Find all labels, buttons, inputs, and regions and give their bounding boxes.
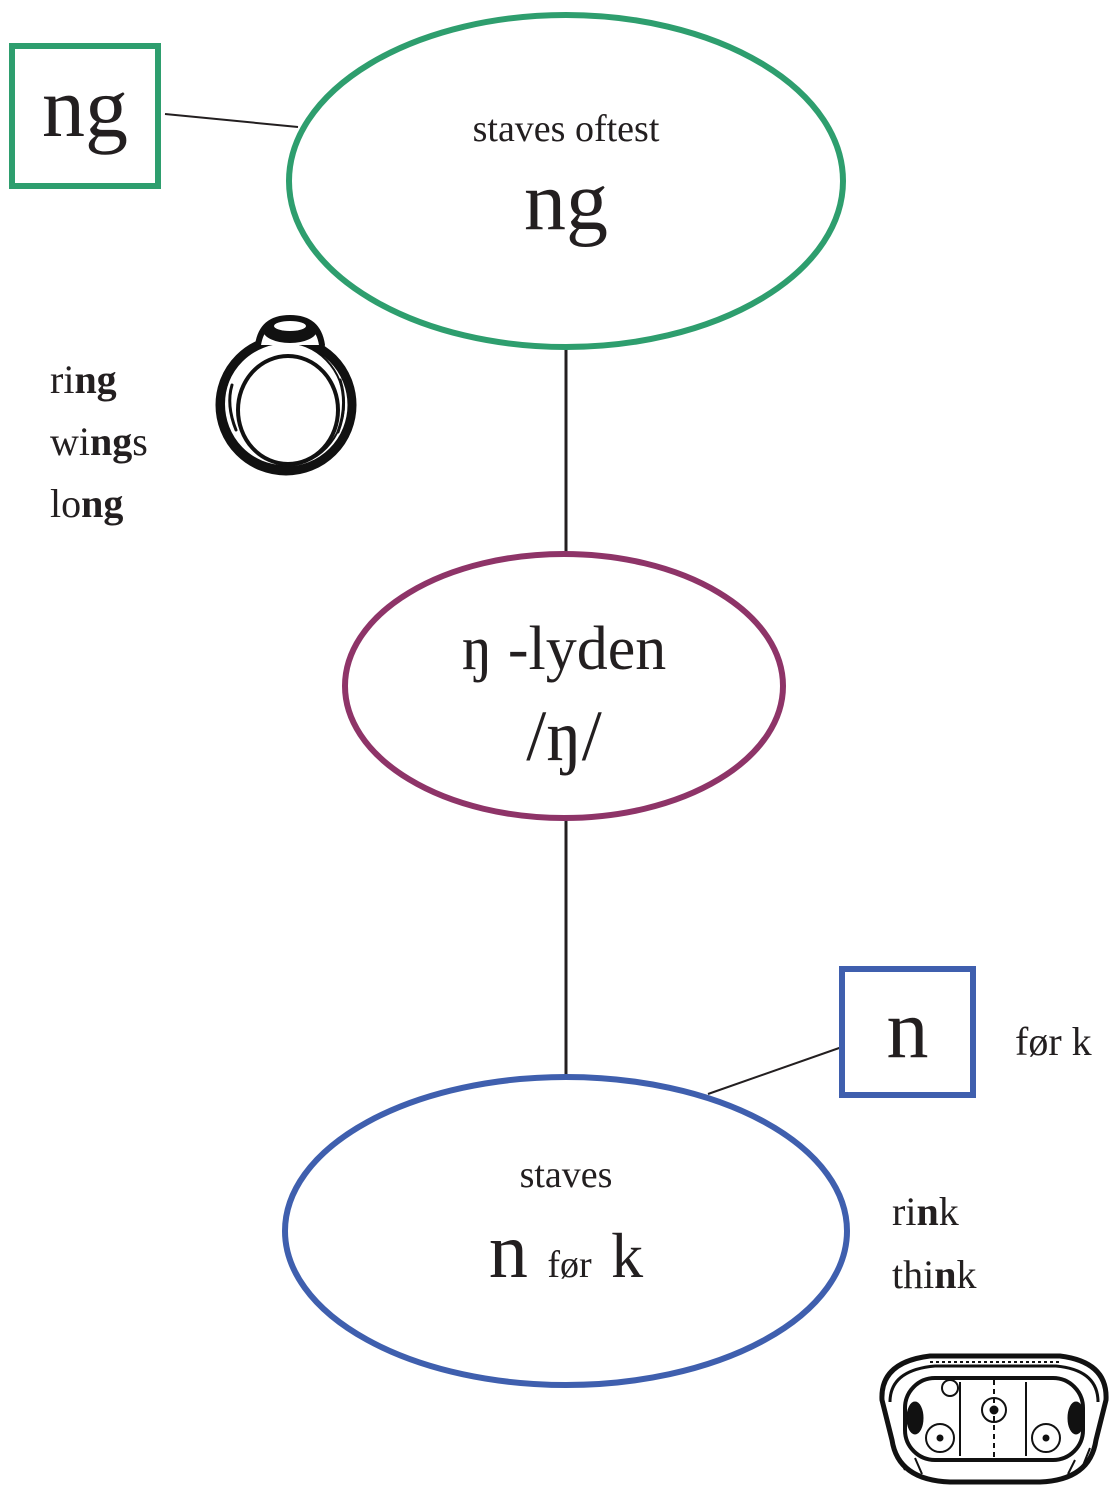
bottom-box-note: før k [1015, 1019, 1092, 1064]
connector-top-box [164, 113, 299, 128]
top-ellipse [286, 12, 846, 350]
connector-bottom-box [707, 1046, 843, 1095]
bottom-grapheme-n: n [488, 1207, 528, 1294]
bottom-example-word-1: rink [892, 1189, 959, 1234]
bottom-caption: staves [519, 1154, 613, 1196]
top-caption: staves oftest [472, 108, 660, 150]
bottom-box-label: n [886, 983, 929, 1076]
middle-ipa: /ŋ/ [526, 696, 602, 776]
ice-rink-icon [879, 1353, 1109, 1485]
top-example-word-1: ring [50, 357, 117, 402]
top-example-word-3: long [50, 481, 124, 526]
middle-symbol: ŋ [461, 615, 493, 683]
middle-title: ŋ -lyden [364, 618, 764, 680]
bottom-grapheme: n før k [366, 1212, 766, 1290]
top-example-word-2: wings [50, 419, 148, 464]
middle-ellipse [342, 551, 786, 821]
bottom-ellipse [282, 1074, 850, 1388]
bottom-grapheme-k: k [611, 1220, 644, 1291]
ring-icon [215, 314, 357, 476]
top-box-label: ng [42, 59, 128, 155]
top-grapheme: ng [524, 155, 608, 248]
bottom-box [839, 966, 976, 1098]
middle-title-suffix: -lyden [507, 615, 667, 683]
bottom-grapheme-mid: før [547, 1244, 592, 1286]
bottom-example-word-2: think [892, 1252, 977, 1297]
top-box [9, 43, 161, 189]
